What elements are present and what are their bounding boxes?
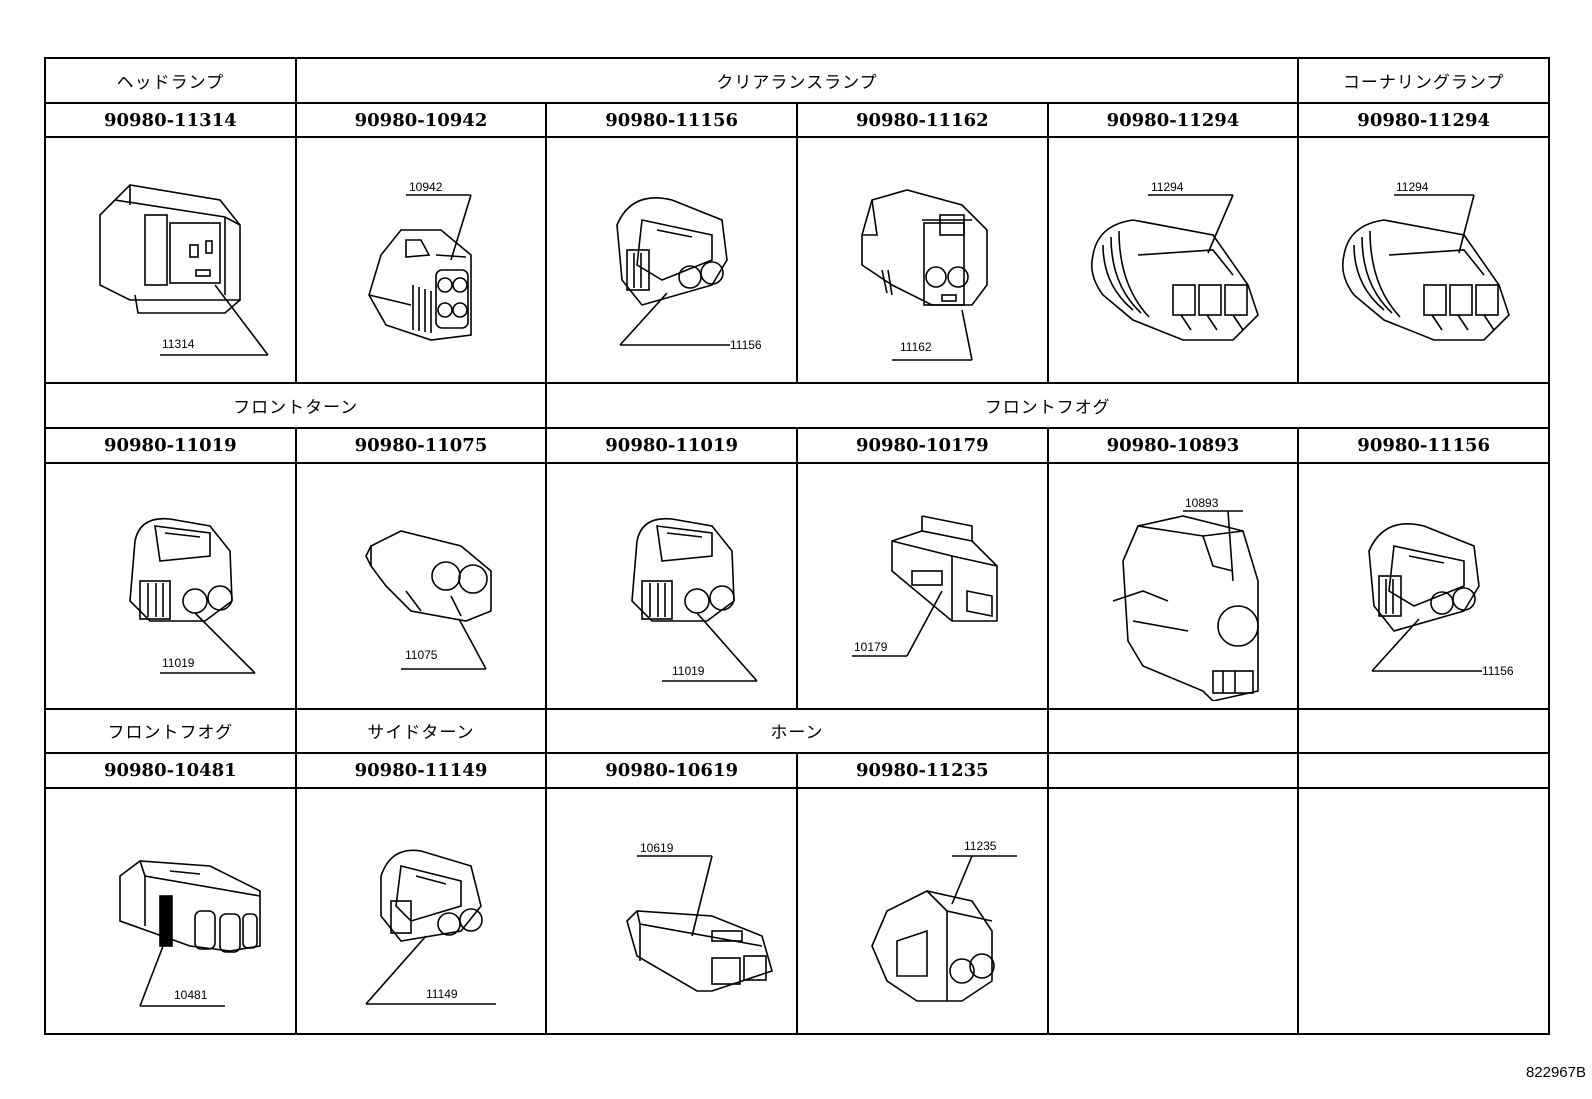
part-number: 90980-11075 — [294, 427, 548, 464]
connector-cell: 11162 — [795, 136, 1049, 385]
connector-cell: 11149 — [294, 786, 548, 1036]
connector-cell: 10481 — [44, 786, 297, 1036]
empty-cell — [1046, 752, 1300, 789]
connector-drawing: 10893 — [1112, 496, 1259, 701]
part-number: 90980-11156 — [545, 101, 798, 139]
callout-label: 10942 — [409, 180, 443, 194]
category-front-turn: フロントターン — [43, 382, 548, 430]
connector-cell: 11314 — [44, 136, 297, 385]
connector-drawing: 10619 — [625, 841, 773, 992]
empty-cell — [1297, 707, 1550, 755]
connector-cell: 11019 — [44, 461, 297, 710]
connector-drawing: 11019 — [630, 517, 758, 682]
connector-drawing: 11314 — [99, 184, 269, 357]
connector-drawing: 11162 — [861, 189, 989, 362]
connector-drawing: 11019 — [129, 517, 256, 674]
category-cornering-lamp: コーナリングランプ — [1297, 57, 1550, 104]
category-front-fog: フロントフオグ — [44, 707, 297, 755]
callout-label: 11314 — [162, 337, 195, 351]
connector-drawing: 11235 — [871, 839, 1018, 1002]
callout-label: 11019 — [162, 656, 195, 670]
category-clearance-lamp: クリアランスランプ — [294, 57, 1300, 104]
connector-drawing: 10481 — [119, 860, 262, 1007]
category-headlamp: ヘッドランプ — [44, 57, 297, 104]
part-number: 90980-11235 — [795, 752, 1049, 789]
connector-cell: 11294 — [1297, 136, 1550, 385]
part-number: 90980-11294 — [1297, 101, 1550, 139]
connector-drawing: 11156 — [615, 197, 762, 352]
connector-table: ヘッドランプ クリアランスランプ コーナリングランプ 90980-11314 9… — [43, 57, 1550, 1036]
callout-label: 11156 — [1482, 664, 1514, 678]
connector-drawing: 11294 — [1341, 180, 1510, 342]
callout-label: 11019 — [672, 664, 705, 678]
part-number: 90980-10179 — [795, 427, 1049, 464]
part-number: 90980-11019 — [44, 427, 297, 464]
callout-label: 11235 — [964, 839, 997, 853]
connector-drawing: 11149 — [365, 849, 496, 1005]
callout-label: 11075 — [405, 648, 438, 662]
connector-drawing: 11294 — [1090, 180, 1259, 342]
callout-label: 10179 — [854, 640, 888, 654]
connector-cell: 11156 — [1297, 461, 1550, 710]
callout-label: 11294 — [1396, 180, 1429, 194]
connector-cell: 11019 — [545, 461, 798, 710]
callout-label: 11294 — [1151, 180, 1184, 194]
connector-cell: 10179 — [795, 461, 1049, 710]
connector-cell: 10942 — [294, 136, 548, 385]
callout-label: 10481 — [174, 988, 208, 1002]
connector-cell: 11294 — [1046, 136, 1300, 385]
part-number: 90980-11314 — [44, 101, 297, 139]
connector-cell: 11156 — [545, 136, 798, 385]
part-number: 90980-11162 — [795, 101, 1049, 139]
empty-cell — [1046, 707, 1300, 755]
connector-drawing: 10942 — [368, 180, 472, 342]
callout-label: 11162 — [900, 340, 932, 354]
connector-drawing: 11156 — [1367, 522, 1514, 678]
connector-cell: 10619 — [545, 786, 798, 1036]
connector-drawing: 11075 — [365, 529, 492, 670]
part-number: 90980-11294 — [1046, 101, 1300, 139]
callout-label: 11149 — [426, 987, 458, 1001]
category-horn: ホーン — [545, 707, 1049, 755]
category-side-turn: サイドターン — [294, 707, 548, 755]
category-front-fog: フロントフオグ — [545, 382, 1550, 430]
callout-label: 10619 — [640, 841, 674, 855]
part-number: 90980-10619 — [545, 752, 798, 789]
part-number: 90980-10481 — [44, 752, 297, 789]
connector-cell: 11235 — [795, 786, 1049, 1036]
callout-label: 10893 — [1185, 496, 1219, 510]
part-number: 90980-10942 — [294, 101, 548, 139]
callout-label: 11156 — [730, 338, 762, 352]
connector-cell: 10893 — [1046, 461, 1300, 710]
empty-cell — [1297, 752, 1550, 789]
part-number: 90980-11019 — [545, 427, 798, 464]
part-number: 90980-11156 — [1297, 427, 1550, 464]
part-number: 90980-10893 — [1046, 427, 1300, 464]
connector-drawing: 10179 — [852, 514, 999, 657]
connector-cell: 11075 — [294, 461, 548, 710]
part-number: 90980-11149 — [294, 752, 548, 789]
empty-cell — [1297, 786, 1550, 1036]
figure-reference: 822967B — [1525, 1064, 1586, 1081]
empty-cell — [1046, 786, 1300, 1036]
